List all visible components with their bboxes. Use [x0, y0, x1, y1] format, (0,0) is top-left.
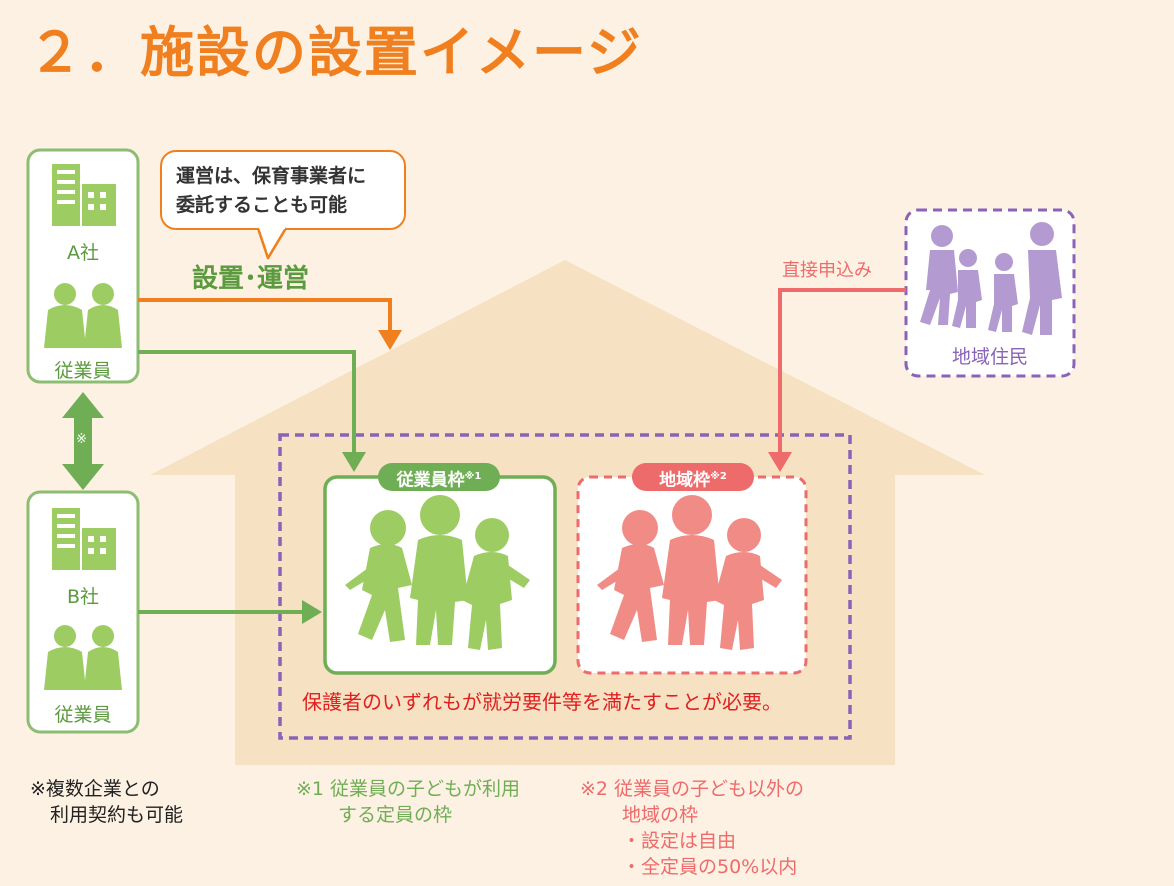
- local-frame-note-mark: ※2: [710, 471, 727, 482]
- company-a-name: A社: [67, 242, 99, 264]
- employee-frame-label: 従業員枠: [396, 470, 465, 491]
- company-b-staff-label: 従業員: [54, 704, 112, 726]
- note-local-frame: ※2 従業員の子ども以外の 地域の枠 ・設定は自由 ・全定員の50%以内: [580, 776, 804, 880]
- building-icon: [52, 164, 116, 226]
- bubble-line-2: 委託することも可能: [176, 194, 348, 216]
- setup-operation-label: 設置･運営: [192, 264, 310, 294]
- note-main-line-2: 利用契約も可能: [50, 804, 184, 826]
- building-icon: [52, 508, 116, 570]
- company-b-name: B社: [66, 586, 100, 608]
- employees-icon: [44, 283, 122, 348]
- note-2-line-2: 地域の枠: [622, 804, 699, 826]
- family-silhouette-icon: [920, 222, 1062, 335]
- page-title: ２．施設の設置イメージ: [28, 21, 643, 84]
- note-1-line-2: する定員の枠: [338, 804, 453, 826]
- bubble-tail: [256, 226, 288, 260]
- note-1-line-1: ※1 従業員の子どもが利用: [296, 778, 521, 800]
- note-employee-frame: ※1 従業員の子どもが利用 する定員の枠: [296, 776, 520, 828]
- direct-apply-arrow: [778, 288, 906, 452]
- company-a-staff-label: 従業員: [54, 360, 112, 382]
- note-2-line-1: ※2 従業員の子ども以外の: [580, 778, 805, 800]
- children-silhouette-icon: [345, 495, 530, 650]
- requirement-text: 保護者のいずれもが就労要件等を満たすことが必要。: [302, 690, 782, 714]
- children-silhouette-icon: [597, 495, 782, 650]
- operation-bubble: 運営は、保育事業者に 委託することも可能: [160, 150, 406, 230]
- local-residents-label: 地域住民: [951, 346, 1028, 368]
- employee-frame-tag: 従業員枠※1: [378, 463, 500, 491]
- local-frame-tag: 地域枠※2: [632, 463, 754, 491]
- employee-frame-note-mark: ※1: [464, 471, 482, 482]
- note-2-line-4: ・全定員の50%以内: [622, 856, 798, 878]
- double-arrow-icon: [62, 392, 104, 490]
- facility-frame: [278, 433, 852, 740]
- employees-icon: [44, 625, 122, 690]
- note-2-line-3: ・設定は自由: [622, 830, 737, 852]
- multi-company-mark: ※: [76, 432, 87, 447]
- note-multi-company: ※複数企業との 利用契約も可能: [30, 776, 183, 828]
- setup-arrow: [138, 298, 392, 332]
- note-main-line-1: ※複数企業との: [30, 778, 160, 800]
- direct-apply-label: 直接申込み: [782, 260, 872, 281]
- company-a-arrow: [138, 350, 356, 452]
- bubble-line-1: 運営は、保育事業者に: [176, 165, 367, 187]
- local-frame-label: 地域枠: [659, 470, 711, 491]
